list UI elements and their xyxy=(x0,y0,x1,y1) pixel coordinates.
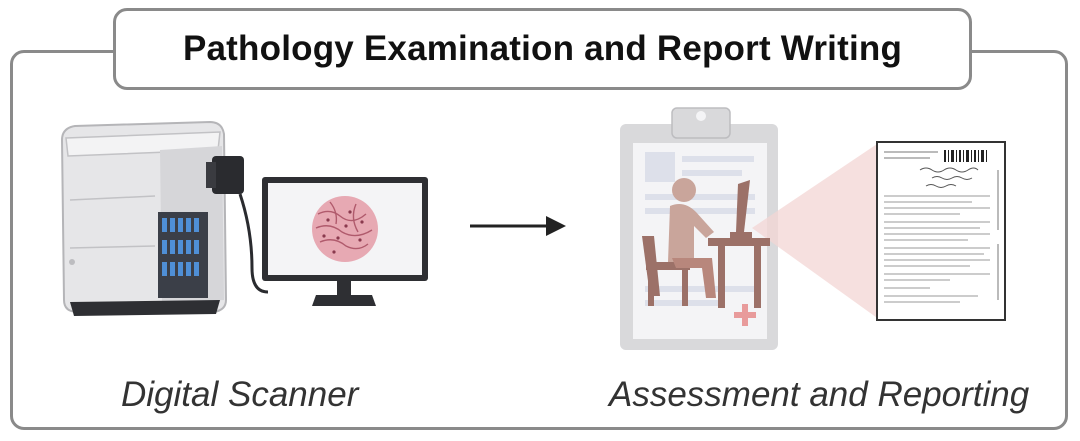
digital-scanner-icon xyxy=(60,120,269,316)
monitor-icon xyxy=(262,177,428,306)
pathologist-clipboard-icon xyxy=(620,107,880,350)
step-label-assessment-reporting: Assessment and Reporting xyxy=(609,375,1030,414)
diagram-title: Pathology Examination and Report Writing xyxy=(182,29,903,68)
title-box: Pathology Examination and Report Writing xyxy=(113,8,972,90)
step-label-digital-scanner: Digital Scanner xyxy=(121,375,359,414)
pathology-report-icon xyxy=(876,141,1006,321)
arrow-right-icon xyxy=(470,216,566,236)
